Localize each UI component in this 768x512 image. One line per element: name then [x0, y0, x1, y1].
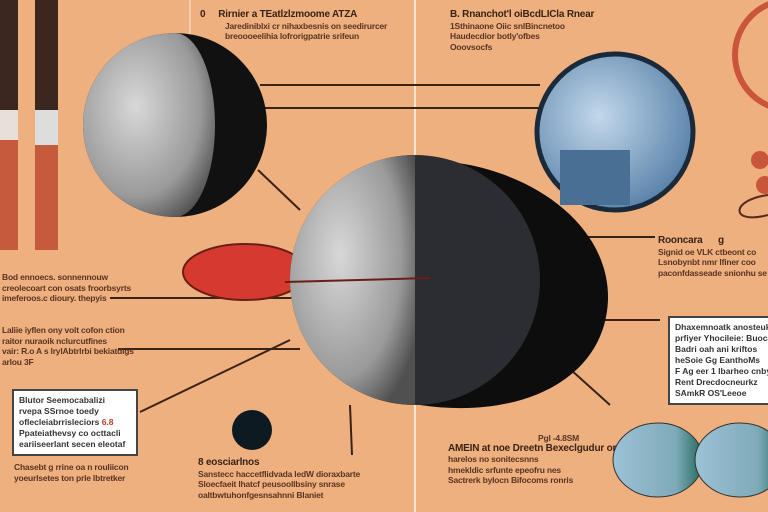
line: Signid oe VLK ctbeont co — [658, 246, 757, 257]
line: Ooovsocfs — [450, 41, 493, 52]
line: vair: R.o A s lrylAbtrlrbi bekiatdigs — [2, 346, 134, 356]
line: rvepa SSrnoe toedy — [19, 406, 99, 416]
line: raitor nuraoik nclurcutfines — [2, 335, 107, 346]
label-top-right: B. Rnanchot'l oiBcdLICla Rnear 1Sthinaon… — [450, 9, 595, 52]
line: Chasebt g rrine oa n rouliicon — [14, 462, 129, 472]
line: prfiyer Yhocileie: Buoca — [675, 333, 768, 343]
bar-left-2 — [35, 0, 58, 110]
line: Sactrerk bylocn Bifocoms ronris — [448, 475, 574, 485]
line: Haudecdior botly'ofbes — [450, 31, 540, 41]
line: harelos no sonitecsnns — [448, 454, 539, 464]
title: B. Rnanchot'l oiBcdLICla Rnear — [450, 9, 595, 20]
line: Sanstecc haccetflidvada ledW dioraxbarte — [198, 468, 361, 479]
left-note-2: Laliie iyflen ony volt cofon ction raito… — [2, 325, 134, 367]
red-disc — [182, 243, 308, 301]
highlight-value: 6.8 — [101, 417, 114, 427]
label-top-left: 0 Rirnier a TEatlzlzmoome ATZA Jaredinib… — [200, 9, 388, 42]
line: Laliie iyflen ony volt cofon ction — [2, 325, 125, 335]
line: Lsnobynbt nmr lfiner coo — [658, 257, 756, 267]
line: Badri oah ani kriftos — [675, 344, 758, 354]
red-ring — [732, 1, 768, 109]
badge: g — [718, 235, 724, 246]
left-info-box: Blutor Seemocabalizi rvepa SSrnoe toedy … — [12, 389, 138, 456]
line: oflecleiabrrisleciors — [19, 417, 100, 427]
line: creolecoart con osats froorbsyrts — [2, 282, 131, 293]
line: Dhaxemnoatk anosteuk — [675, 322, 768, 332]
orb-left — [612, 422, 704, 498]
right-note: Rooncara g Signid oe VLK ctbeont co Lsno… — [658, 235, 767, 278]
line: 1Sthinaone Oiic snlBincnetoo — [450, 20, 565, 31]
orb-right — [694, 422, 768, 498]
title: Blutor Seemocabalizi — [19, 395, 105, 405]
line: eariiseerlant secen eleotaf — [19, 439, 126, 449]
line: Ppateiathevsy co octtacli — [19, 428, 121, 438]
line: oaltbwtuhonfgesnsahnni Blaniet — [198, 489, 324, 500]
line: yoeurlsetes ton prle lbtretker — [14, 472, 126, 483]
bar-left-1 — [0, 0, 18, 110]
small-dark-circle — [232, 410, 272, 450]
bottom-mid-note: 8 eosciarlnos Sanstecc haccetflidvada le… — [198, 457, 361, 500]
left-bottom-note: Chasebt g rrine oa n rouliicon yoeurlset… — [14, 462, 129, 483]
title: Rirnier a TEatlzlzmoome ATZA — [218, 9, 358, 20]
line: hmekldic srfunte epeofru nes — [448, 464, 561, 475]
line: F Ag eer 1 lbarheo cnby — [675, 366, 768, 376]
value: Pgl -4.8SM — [538, 433, 579, 443]
line: SAmkR OS'Leeoe — [675, 388, 747, 398]
line: heSoie Gg EanthoMs — [675, 355, 761, 365]
line: Jarediniblxi cr nihaxbesnis on seedirurc… — [225, 20, 388, 31]
line: breoooeelihia lofrorigpatrie srifeun — [225, 31, 360, 41]
line: paconfdasseade snionhu se — [658, 267, 767, 278]
title: AMEIN at noe Dreetn Bexeclgudur or — [448, 442, 617, 454]
line: arlou 3F — [2, 356, 34, 367]
left-note-1: Bod ennoecs. sonnennouw creolecoart con … — [2, 272, 131, 304]
line: Rent Drecdocneurkz — [675, 377, 758, 387]
title: 8 eosciarlnos — [198, 457, 260, 468]
right-info-box: Dhaxemnoatk anosteuk prfiyer Yhocileie: … — [668, 316, 768, 405]
marker: 0 — [200, 9, 206, 20]
moon-large — [284, 155, 609, 409]
title: Rooncara — [658, 235, 703, 246]
bottom-right-note: Pgl -4.8SM AMEIN at noe Dreetn Bexeclgud… — [448, 433, 616, 486]
line: imeferoos.c dioury. thepyis — [2, 293, 107, 303]
line: Bod ennoecs. sonnennouw — [2, 272, 108, 282]
line: Sloecfaeit lhatcf peusoollbsiny snrase — [198, 479, 345, 489]
moon-small — [83, 33, 267, 217]
